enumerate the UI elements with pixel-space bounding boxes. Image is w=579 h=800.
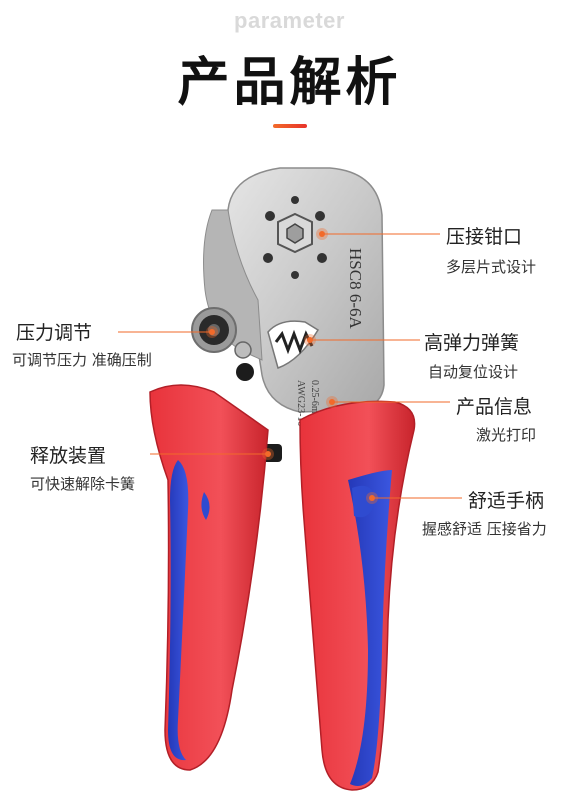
handle-feature-desc: 握感舒适 压接省力: [422, 520, 547, 538]
spring-feature-title: 高弹力弹簧: [424, 332, 520, 354]
callout-release-pointer: [150, 448, 274, 460]
jaw-feature-desc: 多层片式设计: [446, 258, 537, 276]
right-handle: [299, 400, 416, 791]
return-spring: [274, 329, 314, 355]
release-feature-title: 释放装置: [30, 445, 107, 467]
callout-handle-pointer: [366, 492, 462, 504]
callout-spring-pointer: [304, 334, 420, 346]
spring-feature-desc: 自动复位设计: [428, 363, 519, 381]
page-title: 产品解析: [177, 53, 402, 113]
info-feature-desc: 激光打印: [476, 426, 537, 444]
release-feature-desc: 可快速解除卡簧: [30, 475, 136, 493]
jaw-feature-title: 压接钳口: [446, 226, 523, 248]
pressure-feature-title: 压力调节: [16, 322, 93, 344]
section-subtitle: parameter: [234, 8, 345, 33]
callout-jaw-pointer: [316, 228, 440, 240]
left-handle: [149, 384, 269, 771]
handle-feature-title: 舒适手柄: [468, 490, 545, 512]
range-marking-awg: AWG23-10: [295, 380, 306, 426]
model-marking: HSC8 6-6A: [346, 248, 365, 329]
range-marking-mm: 0.25-6mm²: [309, 380, 320, 424]
callout-info-pointer: [326, 396, 450, 408]
callout-pressure-pointer: [118, 326, 218, 338]
info-feature-title: 产品信息: [456, 396, 533, 418]
title-underline: [273, 124, 307, 128]
pressure-feature-desc: 可调节压力 准确压制: [12, 351, 152, 369]
